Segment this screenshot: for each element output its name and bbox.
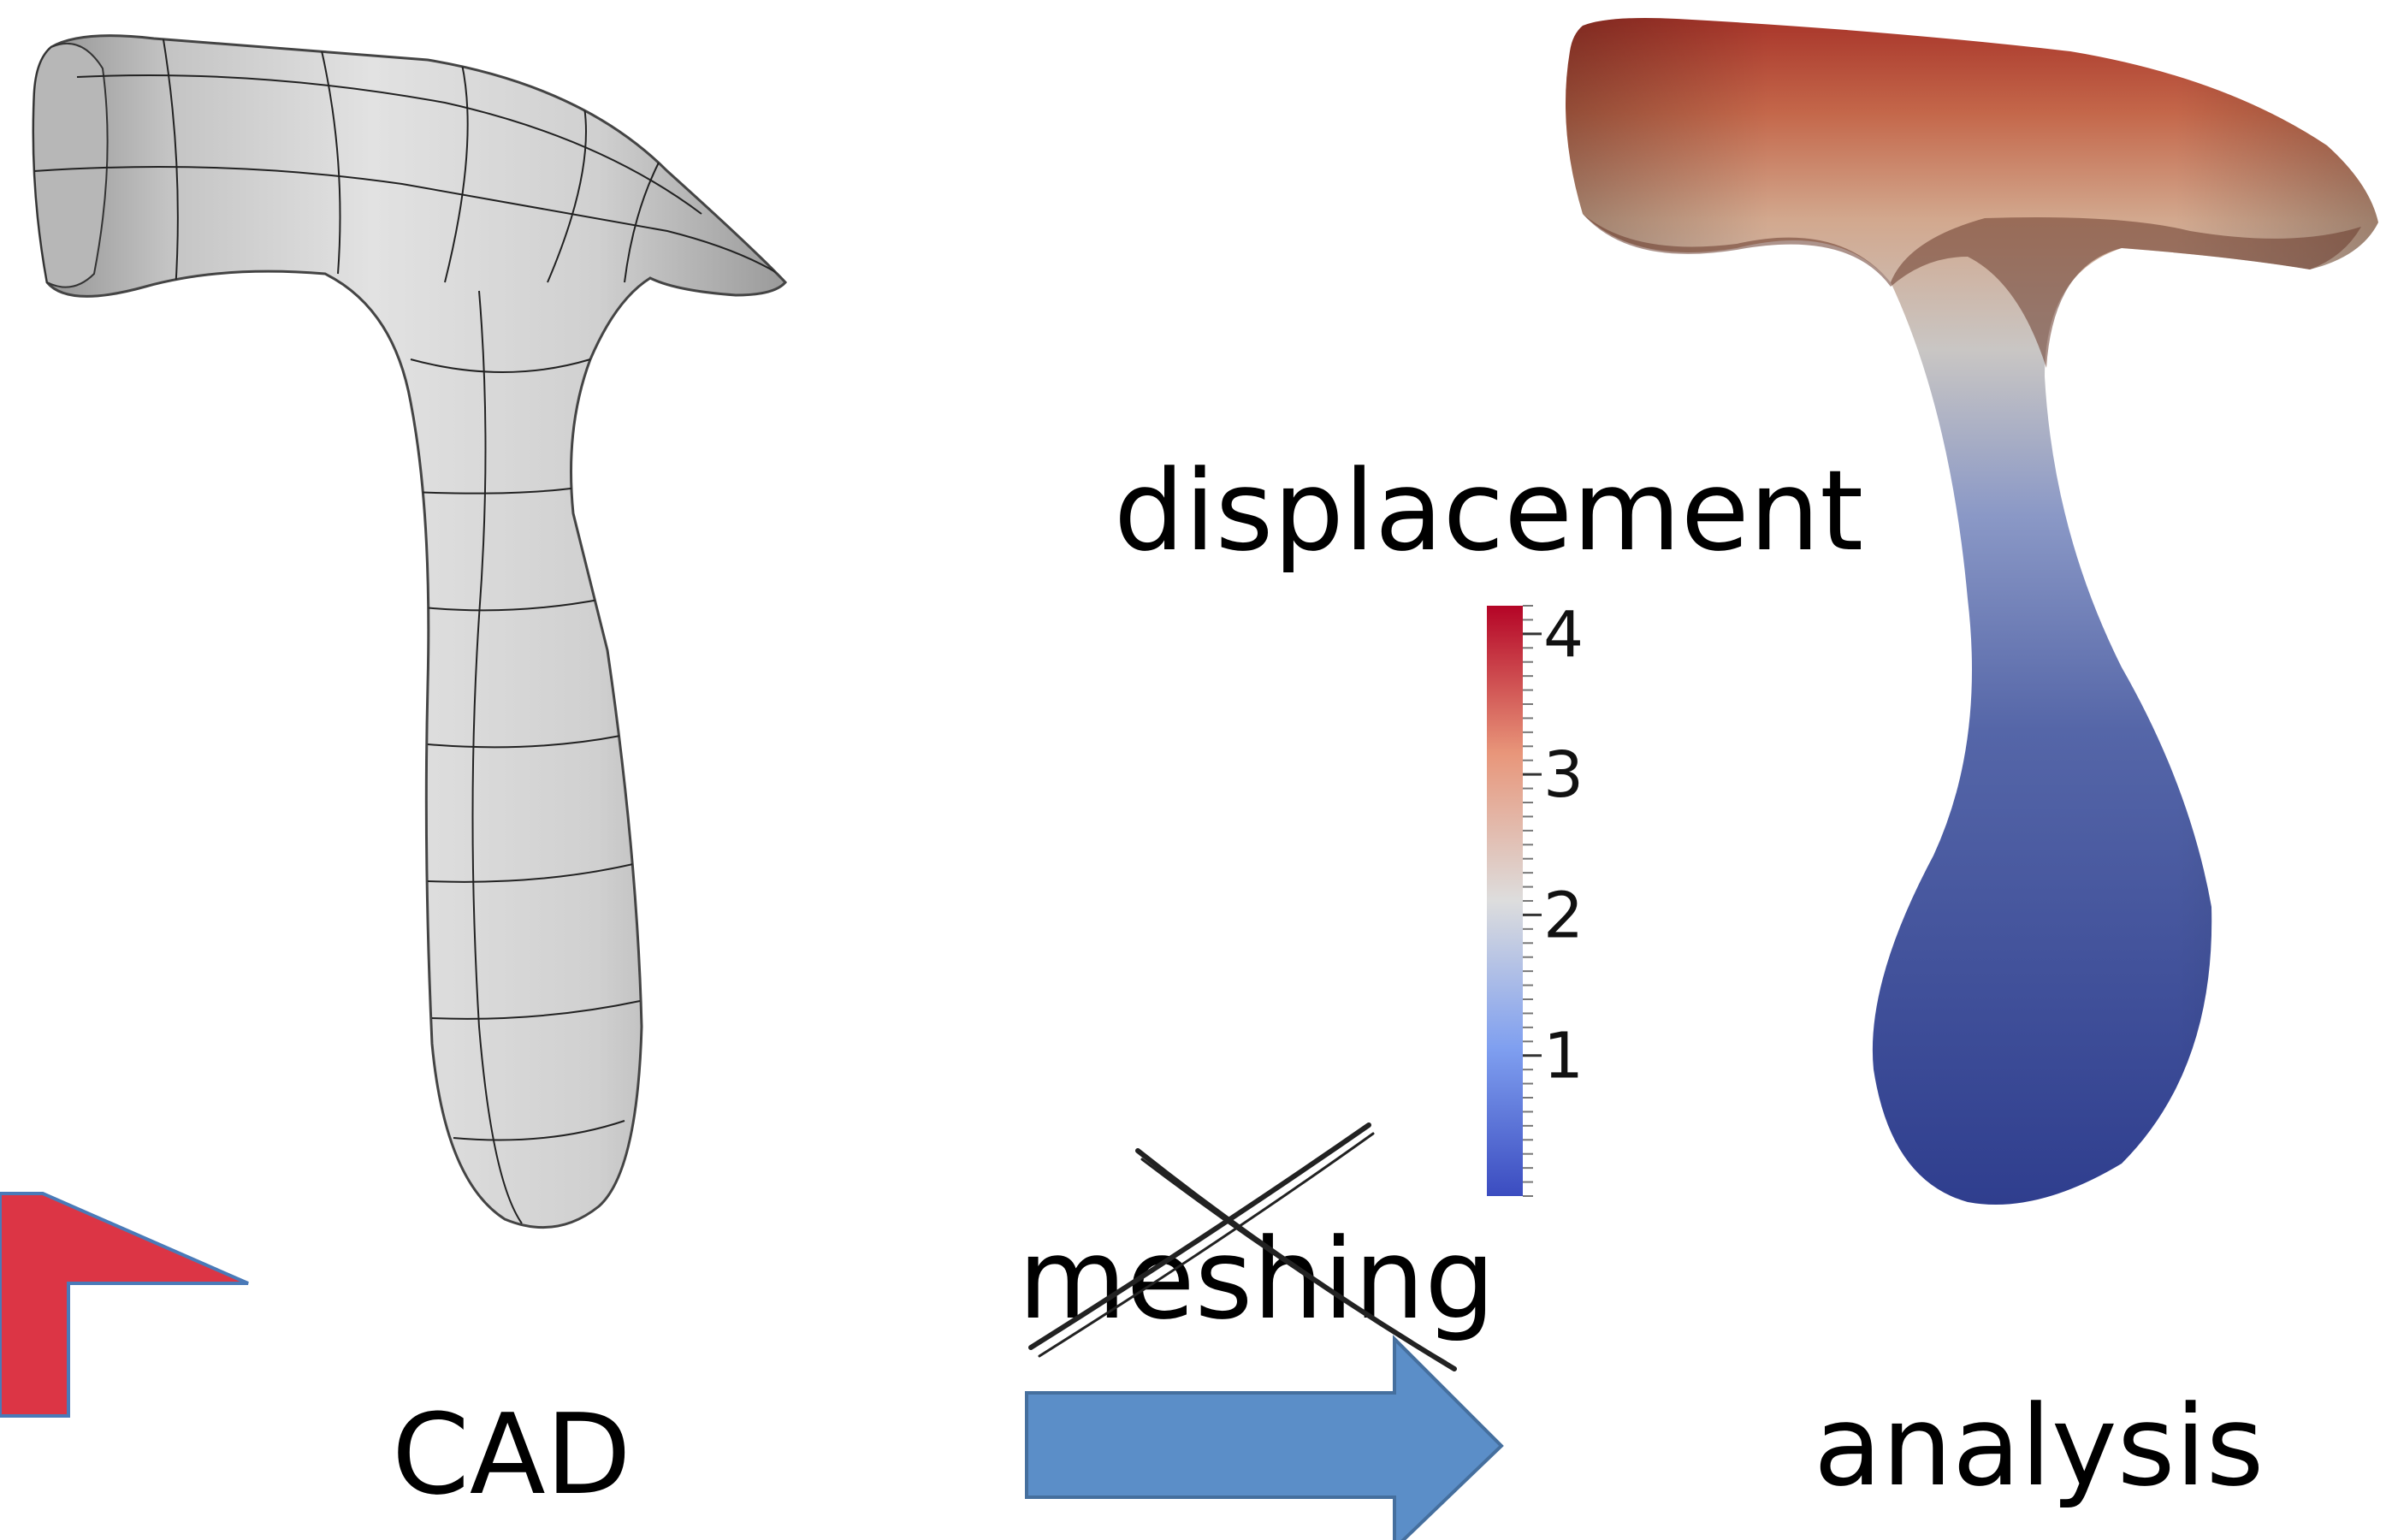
colorbar-major-ticks [1523, 632, 1542, 1057]
colorbar-tick-labels: 1 2 3 4 [1543, 598, 1584, 1093]
cad-model-surface [32, 34, 788, 1229]
colorbar-tick-label: 3 [1543, 738, 1584, 812]
colorbar-minor-ticks [1523, 605, 1533, 1197]
colorbar-gradient [1487, 606, 1523, 1196]
corner-arrow-icon [0, 1192, 249, 1418]
analysis-model [1566, 18, 2378, 1205]
displacement-label: displacement [1114, 446, 1863, 576]
cad-model-endcap [33, 43, 109, 288]
colorbar-tick-label: 1 [1543, 1020, 1584, 1093]
cad-label: CAD [392, 1389, 631, 1519]
colorbar-tick-label: 2 [1543, 879, 1584, 952]
analysis-label: analysis [1814, 1381, 2264, 1511]
cad-patch-lines [33, 35, 779, 1224]
meshing-label: meshing [1018, 1214, 1495, 1344]
analysis-model-head-underside [1583, 214, 2361, 368]
colorbar: 1 2 3 4 [1487, 598, 1584, 1197]
cross-out-icon [1028, 1122, 1457, 1371]
red-corner-arrow [0, 1192, 249, 1418]
cad-model [32, 34, 788, 1229]
colorbar-tick-label: 4 [1543, 598, 1584, 672]
analysis-model-shadow [1566, 18, 2378, 1205]
right-arrow-icon [1025, 1335, 1504, 1540]
blue-right-arrow [1025, 1335, 1504, 1540]
